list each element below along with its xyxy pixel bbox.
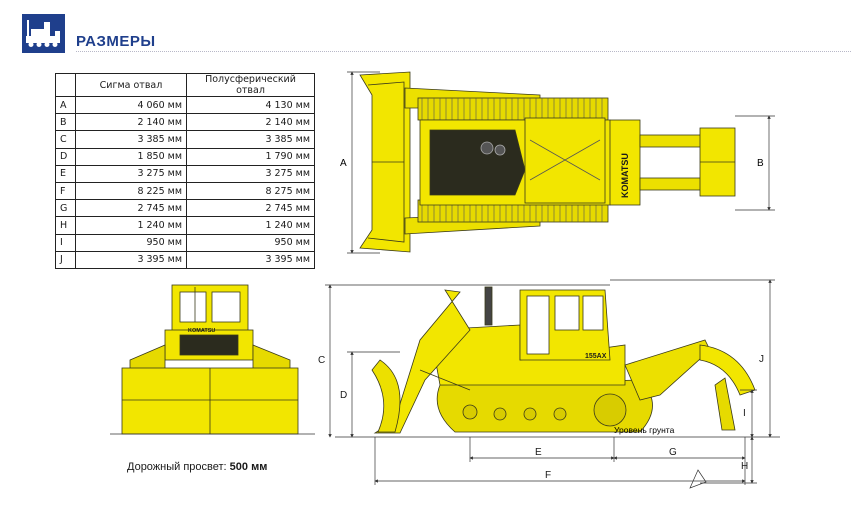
ground-clearance: Дорожный просвет: 500 мм (127, 461, 267, 473)
dimension-code: J (55, 250, 76, 269)
label-I: I (743, 408, 746, 419)
label-B: B (757, 158, 764, 169)
header-divider (76, 51, 851, 52)
brand-front: KOMATSU (188, 328, 215, 334)
label-C: C (318, 355, 325, 366)
label-F: F (545, 470, 551, 481)
ground-clearance-label: Дорожный просвет: (127, 461, 227, 473)
label-G: G (669, 447, 677, 458)
label-E: E (535, 447, 542, 458)
brand-top: KOMATSU (620, 153, 630, 198)
model-badge: 155AX (585, 353, 607, 360)
top-view: KOMATSU (359, 71, 736, 253)
label-D: D (340, 390, 347, 401)
label-J: J (759, 354, 764, 365)
front-view: KOMATSU (121, 284, 299, 435)
label-H: H (741, 461, 748, 472)
semi-u-blade-value: 3 395 мм (186, 250, 315, 269)
section-logo-icon (22, 14, 65, 53)
side-view: 155AX (371, 286, 756, 434)
ground-label: Уровень грунта (614, 425, 675, 435)
page-title: РАЗМЕРЫ (76, 33, 156, 50)
label-A: A (340, 158, 347, 169)
table-header-sigma: Сигма отвал (75, 73, 187, 97)
ground-clearance-value: 500 мм (229, 461, 268, 473)
